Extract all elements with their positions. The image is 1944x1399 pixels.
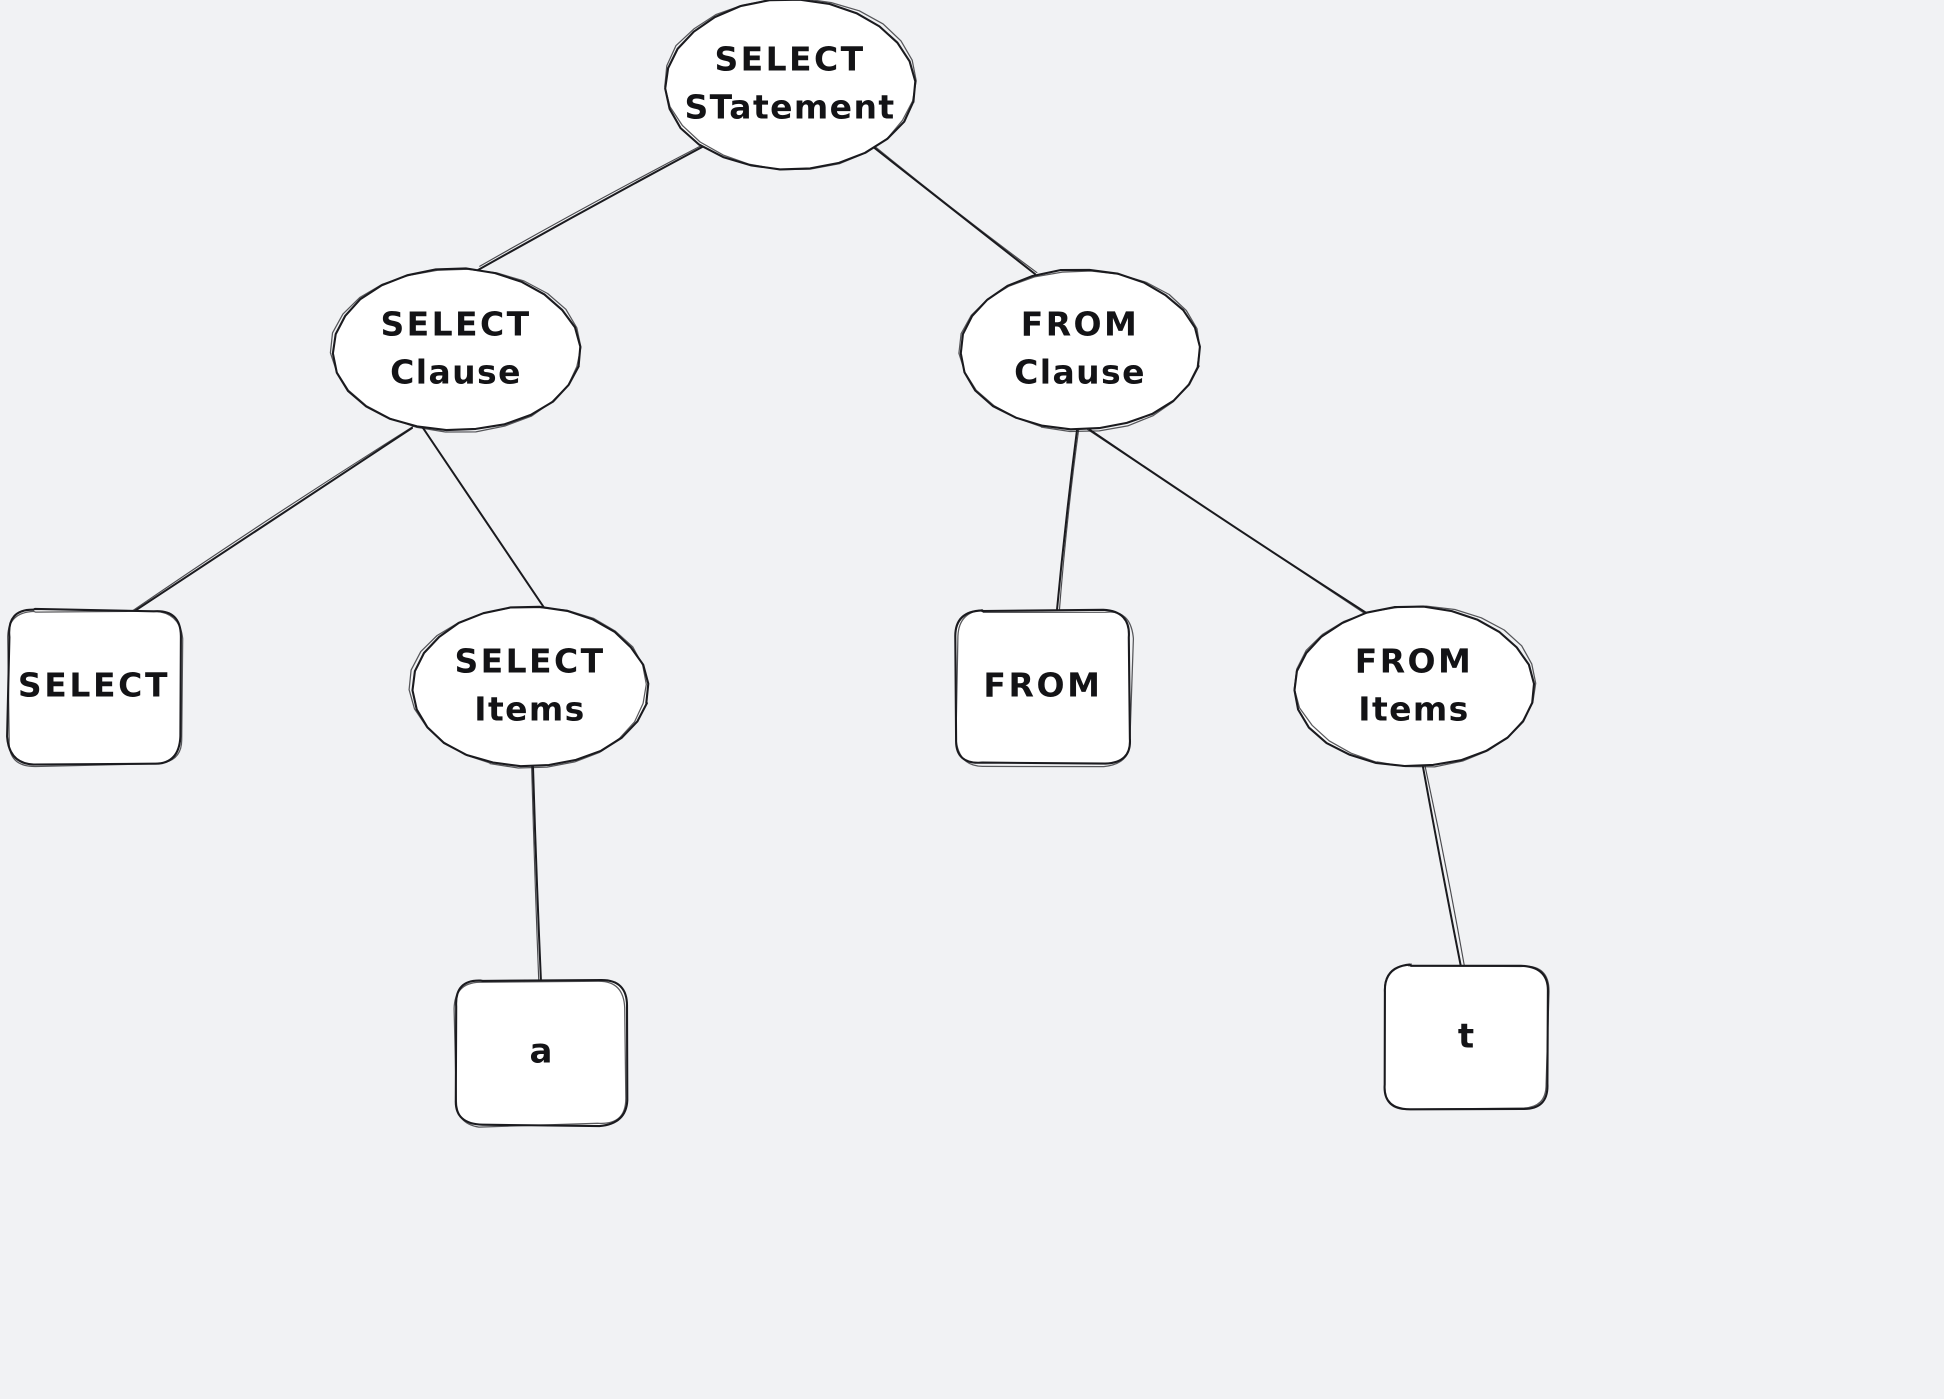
node-label-select-terminal: SELECT bbox=[18, 666, 170, 705]
edge-select-clause-to-select-items bbox=[422, 427, 553, 619]
node-label-column-a: a bbox=[530, 1032, 553, 1072]
node-select-clause[interactable]: SELECT Clause bbox=[329, 267, 582, 433]
edge-select-statement-to-from-clause bbox=[871, 144, 1038, 275]
node-from-terminal[interactable]: FROM bbox=[954, 608, 1135, 768]
node-label-select-clause-line2: Clause bbox=[390, 353, 522, 392]
edge-from-clause-to-from-terminal bbox=[1055, 428, 1080, 621]
node-label-select-statement-line2: STatement bbox=[684, 88, 895, 127]
node-select-items[interactable]: SELECT Items bbox=[408, 605, 650, 769]
edges-layer bbox=[117, 143, 1465, 983]
edge-from-clause-to-from-items bbox=[1086, 428, 1372, 617]
node-from-items[interactable]: FROM Items bbox=[1293, 605, 1537, 768]
node-label-from-items-line2: Items bbox=[1358, 690, 1469, 729]
node-label-from-items-line1: FROM bbox=[1355, 642, 1473, 681]
node-label-select-items-line1: SELECT bbox=[454, 642, 605, 681]
node-select-terminal[interactable]: SELECT bbox=[6, 607, 184, 768]
node-label-select-items-line2: Items bbox=[474, 690, 585, 729]
node-select-statement[interactable]: SELECT STatement bbox=[664, 0, 917, 171]
node-column-a[interactable]: a bbox=[453, 979, 629, 1128]
node-label-from-clause-line2: Clause bbox=[1014, 353, 1146, 392]
nodes-layer: SELECTSTatementSELECTClauseFROMClauseSEL… bbox=[6, 0, 1550, 1128]
edge-select-clause-to-select-terminal bbox=[117, 425, 415, 623]
node-from-clause[interactable]: FROM Clause bbox=[958, 268, 1201, 433]
node-label-from-terminal: FROM bbox=[983, 666, 1102, 705]
edge-select-statement-to-select-clause bbox=[477, 143, 706, 271]
edge-select-items-to-column-a bbox=[531, 766, 542, 983]
node-label-select-statement-line1: SELECT bbox=[714, 40, 865, 79]
node-table-t[interactable]: t bbox=[1383, 963, 1550, 1111]
node-label-select-clause-line1: SELECT bbox=[380, 305, 531, 344]
edge-from-items-to-table-t bbox=[1422, 765, 1465, 968]
node-label-from-clause-line1: FROM bbox=[1021, 305, 1139, 344]
node-label-table-t: t bbox=[1458, 1017, 1474, 1057]
